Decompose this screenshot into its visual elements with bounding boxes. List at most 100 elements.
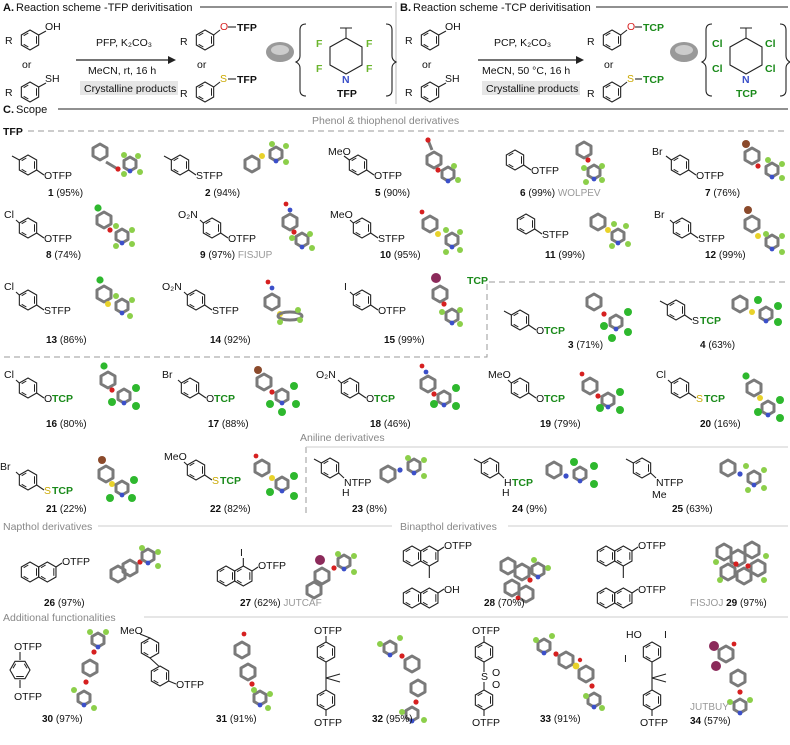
compound-label-14: 14 (92%) xyxy=(210,335,251,346)
svg-text:OTFP: OTFP xyxy=(378,305,406,317)
crystal-structure-10 xyxy=(419,209,463,255)
crystal-structure-21 xyxy=(97,456,138,502)
svg-text:STFP: STFP xyxy=(196,170,223,182)
compound-32: OTFP OTFP xyxy=(314,625,342,729)
compound-label-8: 8 (74%) xyxy=(46,250,81,261)
svg-text:TCP: TCP xyxy=(736,88,757,100)
svg-text:OTFP: OTFP xyxy=(444,540,472,552)
crystal-structure-8 xyxy=(94,204,135,249)
svg-text:SH: SH xyxy=(45,73,60,85)
crystal-structure-29 xyxy=(713,540,769,586)
svg-text:MeO: MeO xyxy=(488,369,511,381)
compound-label-29: FISJOJ 29 (97%) xyxy=(690,598,767,609)
compound-18: O₂N O TCP xyxy=(316,369,395,405)
ccdc-label-34: JUTBUY xyxy=(690,702,729,713)
compound-19: MeO O TCP xyxy=(488,369,565,405)
crystal-structure-32 xyxy=(377,635,427,725)
svg-text:OTFP: OTFP xyxy=(314,625,342,637)
svg-text:MeCN, rt, 16 h: MeCN, rt, 16 h xyxy=(88,65,156,77)
crystal-structure-15 xyxy=(431,273,463,327)
svg-text:S: S xyxy=(212,475,219,487)
svg-text:or: or xyxy=(22,59,32,71)
svg-text:O: O xyxy=(220,21,228,33)
compound-label-21: 21 (22%) xyxy=(46,504,87,515)
section-phenol: Phenol & thiophenol derivatives xyxy=(312,115,459,127)
compound-22: MeO S TCP xyxy=(164,451,241,487)
tcp-box-border xyxy=(4,281,788,358)
compound-label-17: 17 (88%) xyxy=(208,419,249,430)
crystal-structure-16 xyxy=(99,362,140,410)
svg-text:STFP: STFP xyxy=(212,305,239,317)
svg-text:O: O xyxy=(492,667,500,679)
svg-text:MeO: MeO xyxy=(120,625,143,637)
svg-text:TCP: TCP xyxy=(220,475,241,487)
compound-label-33: 33 (91%) xyxy=(540,714,581,725)
crystal-structure-20 xyxy=(742,372,784,422)
svg-text:S: S xyxy=(692,315,699,327)
compound-label-3: 3 (71%) xyxy=(568,340,603,351)
svg-text:R: R xyxy=(180,36,188,48)
svg-text:S: S xyxy=(44,485,51,497)
compound-label-26: 26 (97%) xyxy=(44,598,85,609)
compound-16: Cl O TCP xyxy=(4,369,73,405)
crystal-structure-13 xyxy=(95,276,135,319)
crystal-structure-11 xyxy=(589,212,631,249)
crystal-structure-25 xyxy=(719,458,767,493)
svg-text:OTFP: OTFP xyxy=(696,170,724,182)
crystal-structure-27 xyxy=(305,551,357,600)
compound-28: OTFP OH xyxy=(402,540,472,609)
crystal-structure-5 xyxy=(425,137,461,185)
compound-29: OTFP OTFP xyxy=(596,540,666,609)
section-binapthol: Binapthol derivatives xyxy=(400,521,497,533)
header-a-text: Reaction scheme -TFP derivitisation xyxy=(16,2,192,14)
compound-label-27: 27 (62%) JUTCAF xyxy=(240,598,322,609)
svg-text:NTFP: NTFP xyxy=(656,477,683,489)
svg-text:Me: Me xyxy=(652,489,667,501)
crystal-structure-31 xyxy=(233,631,273,711)
svg-text:H: H xyxy=(342,487,350,499)
crystal-structure-1 xyxy=(91,142,143,177)
compound-12: Br STFP xyxy=(654,209,725,245)
compound-30: OTFP OTFP xyxy=(9,641,42,703)
compound-8: Cl OTFP xyxy=(4,209,72,245)
svg-text:Crystalline products: Crystalline products xyxy=(486,83,578,95)
compound-2: STFP xyxy=(163,154,223,182)
svg-text:R: R xyxy=(5,35,13,47)
svg-text:F: F xyxy=(366,63,373,75)
svg-text:S: S xyxy=(696,393,703,405)
svg-text:H: H xyxy=(504,477,512,489)
compound-label-2: 2 (94%) xyxy=(205,188,240,199)
svg-text:OTFP: OTFP xyxy=(176,679,204,691)
svg-text:Cl: Cl xyxy=(765,63,776,75)
svg-text:F: F xyxy=(316,63,323,75)
compound-label-32: 32 (95%) xyxy=(372,714,413,725)
svg-text:TCP: TCP xyxy=(374,393,395,405)
svg-text:Cl: Cl xyxy=(4,369,14,381)
compound-label-20: 20 (16%) xyxy=(700,419,741,430)
compound-25: NTFP Me xyxy=(625,457,683,501)
compound-label-6: 6 (99%) WOLPEV xyxy=(520,188,601,199)
svg-text:O: O xyxy=(627,21,635,33)
compound-7: Br OTFP xyxy=(652,146,724,182)
compound-23: NTFP H xyxy=(313,457,371,499)
section-additional: Additional functionalities xyxy=(3,612,116,624)
svg-text:O: O xyxy=(536,393,544,405)
crystal-structure-24 xyxy=(545,458,598,488)
compound-label-34: 34 (57%) xyxy=(690,716,731,727)
svg-text:TFP: TFP xyxy=(237,74,257,86)
svg-text:MeO: MeO xyxy=(330,209,353,221)
svg-text:I: I xyxy=(664,629,667,641)
compound-14: O₂N STFP xyxy=(162,281,239,317)
section-tfp-tag: TFP xyxy=(3,126,23,138)
svg-text:HO: HO xyxy=(626,629,642,641)
svg-text:O: O xyxy=(492,679,500,691)
svg-text:or: or xyxy=(422,59,432,71)
svg-text:OTFP: OTFP xyxy=(14,691,42,703)
crystal-structure-33 xyxy=(533,633,605,711)
header-c: C. Scope xyxy=(3,104,788,116)
crystal-structure-17 xyxy=(254,366,300,416)
svg-text:or: or xyxy=(197,59,207,71)
svg-text:Br: Br xyxy=(652,146,663,158)
svg-text:PCP, K₂CO₃: PCP, K₂CO₃ xyxy=(494,37,551,49)
compound-label-22: 22 (82%) xyxy=(210,504,251,515)
